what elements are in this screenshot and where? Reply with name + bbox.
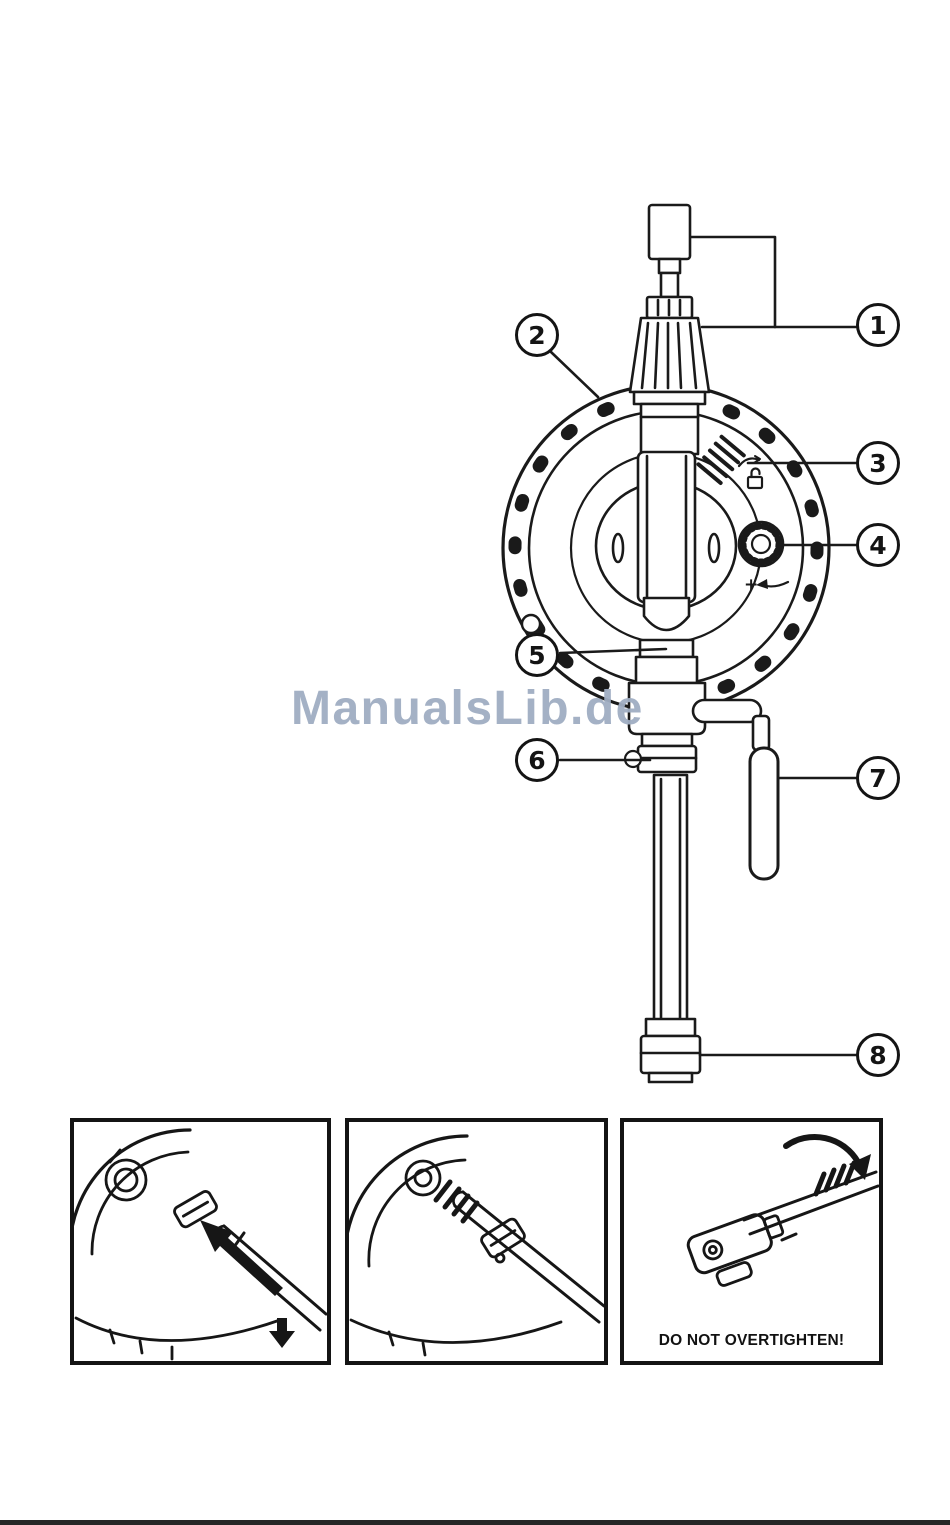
inset-1-art bbox=[74, 1128, 327, 1361]
leader-5 bbox=[558, 647, 668, 655]
inset-panel-tighten-handle: DO NOT OVERTIGHTEN! bbox=[620, 1118, 883, 1365]
ribbed-collar bbox=[813, 1160, 857, 1197]
inset-3-art bbox=[686, 1134, 879, 1287]
callout-6: 6 bbox=[515, 738, 559, 782]
unlock-icon bbox=[737, 455, 764, 490]
inset-panel-tube-attached bbox=[345, 1118, 608, 1365]
tube-coupling bbox=[639, 1017, 702, 1084]
clamp bbox=[173, 1190, 218, 1229]
pump-column bbox=[636, 450, 697, 632]
callout-5: 5 bbox=[515, 633, 559, 677]
callout-8: 8 bbox=[856, 1033, 900, 1077]
page-edge bbox=[0, 1520, 950, 1525]
down-arrow bbox=[269, 1318, 295, 1348]
crank-handle bbox=[691, 698, 780, 881]
inset-2-art bbox=[349, 1134, 604, 1357]
panel-3-caption: DO NOT OVERTIGHTEN! bbox=[658, 1332, 845, 1349]
inset-panel-insert-tube bbox=[70, 1118, 331, 1365]
suction-tube bbox=[652, 773, 689, 1023]
ribbed-collar bbox=[433, 1179, 480, 1224]
leader-lines bbox=[549, 235, 858, 1057]
callout-2: 2 bbox=[515, 313, 559, 357]
ratchet-handle bbox=[686, 1213, 785, 1275]
lower-assembly bbox=[623, 638, 707, 774]
dial-plus-label: + bbox=[744, 575, 758, 595]
insert-direction-arrow bbox=[200, 1220, 283, 1296]
pump-head bbox=[628, 271, 711, 456]
clamp bbox=[480, 1217, 526, 1259]
callout-4: 4 bbox=[856, 523, 900, 567]
callout-7: 7 bbox=[856, 756, 900, 800]
callout-3: 3 bbox=[856, 441, 900, 485]
leader-2 bbox=[549, 350, 600, 399]
callout-1: 1 bbox=[856, 303, 900, 347]
rotate-arrow bbox=[783, 1134, 861, 1165]
vent-ribs bbox=[696, 434, 746, 485]
leader-1-bracket bbox=[689, 235, 777, 329]
flow-dial: + bbox=[737, 520, 790, 595]
discharge-spout bbox=[647, 203, 692, 275]
